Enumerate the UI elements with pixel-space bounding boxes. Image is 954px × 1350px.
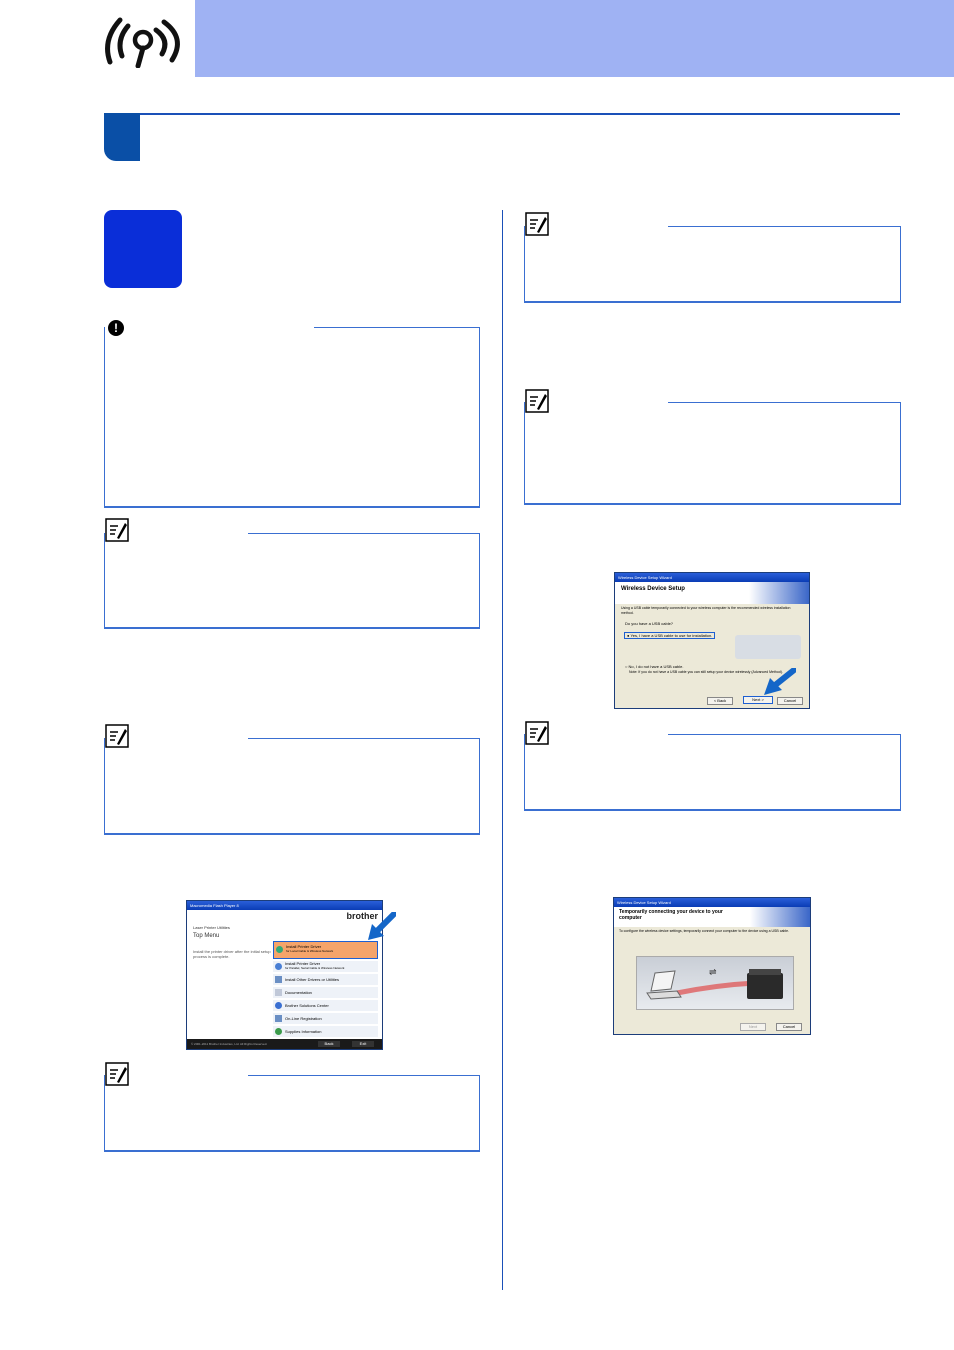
note-pencil-icon: [525, 212, 549, 236]
header-band: [195, 0, 954, 77]
usb-symbol-icon: ⇌: [709, 967, 717, 977]
note-pencil-icon: [525, 721, 549, 745]
supplies-icon: [275, 1028, 282, 1035]
wizard-instruction: To configure the wireless device setting…: [619, 929, 790, 933]
laptop-to-printer-icon: [646, 969, 783, 1000]
note-box: [104, 533, 480, 629]
menu-item-install-driver-2[interactable]: Install Printer Driver for Parallel, Ser…: [273, 961, 378, 972]
menu-item-registration[interactable]: On-Line Registration: [273, 1013, 378, 1024]
globe-icon: [275, 1002, 282, 1009]
brand-logo: brother: [346, 911, 379, 921]
exit-button[interactable]: Exit: [352, 1041, 374, 1047]
section-rule: [104, 113, 900, 115]
driver-icon: [276, 946, 283, 953]
menu-item-other-drivers[interactable]: Install Other Drivers or Utilities: [273, 974, 378, 985]
window-titlebar: Wireless Device Setup Wizard: [615, 573, 809, 582]
menu-item-install-driver[interactable]: Install Printer Driver for Local Cable &…: [273, 941, 378, 959]
menu-heading: Top Menu: [193, 933, 220, 939]
menu-item-supplies[interactable]: Supplies Information: [273, 1026, 378, 1037]
usb-cable-image: [735, 635, 801, 659]
usb-question: Do you have a USB cable?: [625, 621, 674, 626]
note-box: [104, 1075, 480, 1152]
top-menu-screenshot: Macromedia Flash Player 8 brother Laser …: [186, 900, 383, 1050]
wizard-heading: Wireless Device Setup: [621, 586, 685, 592]
important-box: [104, 327, 480, 508]
wireless-banner-icon: [750, 907, 810, 927]
sub-step-badge: [104, 210, 182, 288]
cancel-button[interactable]: Cancel: [777, 697, 803, 705]
subtitle: Laser Printer Utilities: [193, 925, 230, 930]
note-pencil-icon: [105, 518, 129, 542]
note-box: [524, 402, 901, 505]
menu-item-solutions-center[interactable]: Brother Solutions Center: [273, 1000, 378, 1011]
step-tab: [104, 113, 140, 161]
note-box: [524, 734, 901, 811]
utilities-icon: [275, 976, 282, 983]
menu-description: Install the printer driver after the ini…: [193, 949, 271, 959]
window-titlebar: Macromedia Flash Player 8: [187, 901, 382, 910]
wizard-header: Wireless Device Setup: [615, 582, 809, 604]
next-button[interactable]: Next >: [743, 696, 773, 704]
option-no-note: Note: If you do not have a USB cable you…: [629, 670, 783, 674]
driver-icon: [275, 963, 282, 970]
document-icon: [275, 989, 282, 996]
wizard-header: Temporarily connecting your device to yo…: [614, 907, 810, 927]
wireless-logo-icon: [105, 17, 180, 68]
back-button[interactable]: < Back: [707, 697, 733, 705]
exclamation-icon: !: [108, 320, 124, 336]
note-box: [104, 738, 480, 835]
option-yes-radio[interactable]: ● Yes, I have a USB cable to use for ins…: [624, 632, 716, 639]
blue-arrow-icon: [764, 668, 796, 695]
blue-arrow-icon: [368, 912, 396, 940]
note-pencil-icon: [525, 389, 549, 413]
menu-list: Install Printer Driver for Local Cable &…: [273, 941, 378, 1037]
footer-bar: © 2001-2011 Brother Industries, Ltd. All…: [187, 1039, 382, 1049]
window-titlebar: Wireless Device Setup Wizard: [614, 898, 810, 907]
note-box: [524, 226, 901, 303]
wizard-intro: Using a USB cable temporarily connected …: [621, 606, 791, 615]
connection-illustration: ⇌: [636, 956, 794, 1010]
column-divider: [502, 210, 503, 1290]
option-no-radio[interactable]: ○ No, I do not have a USB cable.: [625, 664, 684, 669]
wizard-heading: Temporarily connecting your device to yo…: [619, 909, 723, 921]
next-button[interactable]: Next: [740, 1023, 766, 1031]
cancel-button[interactable]: Cancel: [776, 1023, 802, 1031]
note-pencil-icon: [105, 724, 129, 748]
registration-icon: [275, 1015, 282, 1022]
connect-device-screenshot: Wireless Device Setup Wizard Temporarily…: [613, 897, 811, 1035]
note-pencil-icon: [105, 1062, 129, 1086]
menu-item-documentation[interactable]: Documentation: [273, 987, 378, 998]
back-button[interactable]: Back: [318, 1041, 340, 1047]
wireless-banner-icon: [749, 582, 809, 604]
wireless-setup-screenshot: Wireless Device Setup Wizard Wireless De…: [614, 572, 810, 709]
